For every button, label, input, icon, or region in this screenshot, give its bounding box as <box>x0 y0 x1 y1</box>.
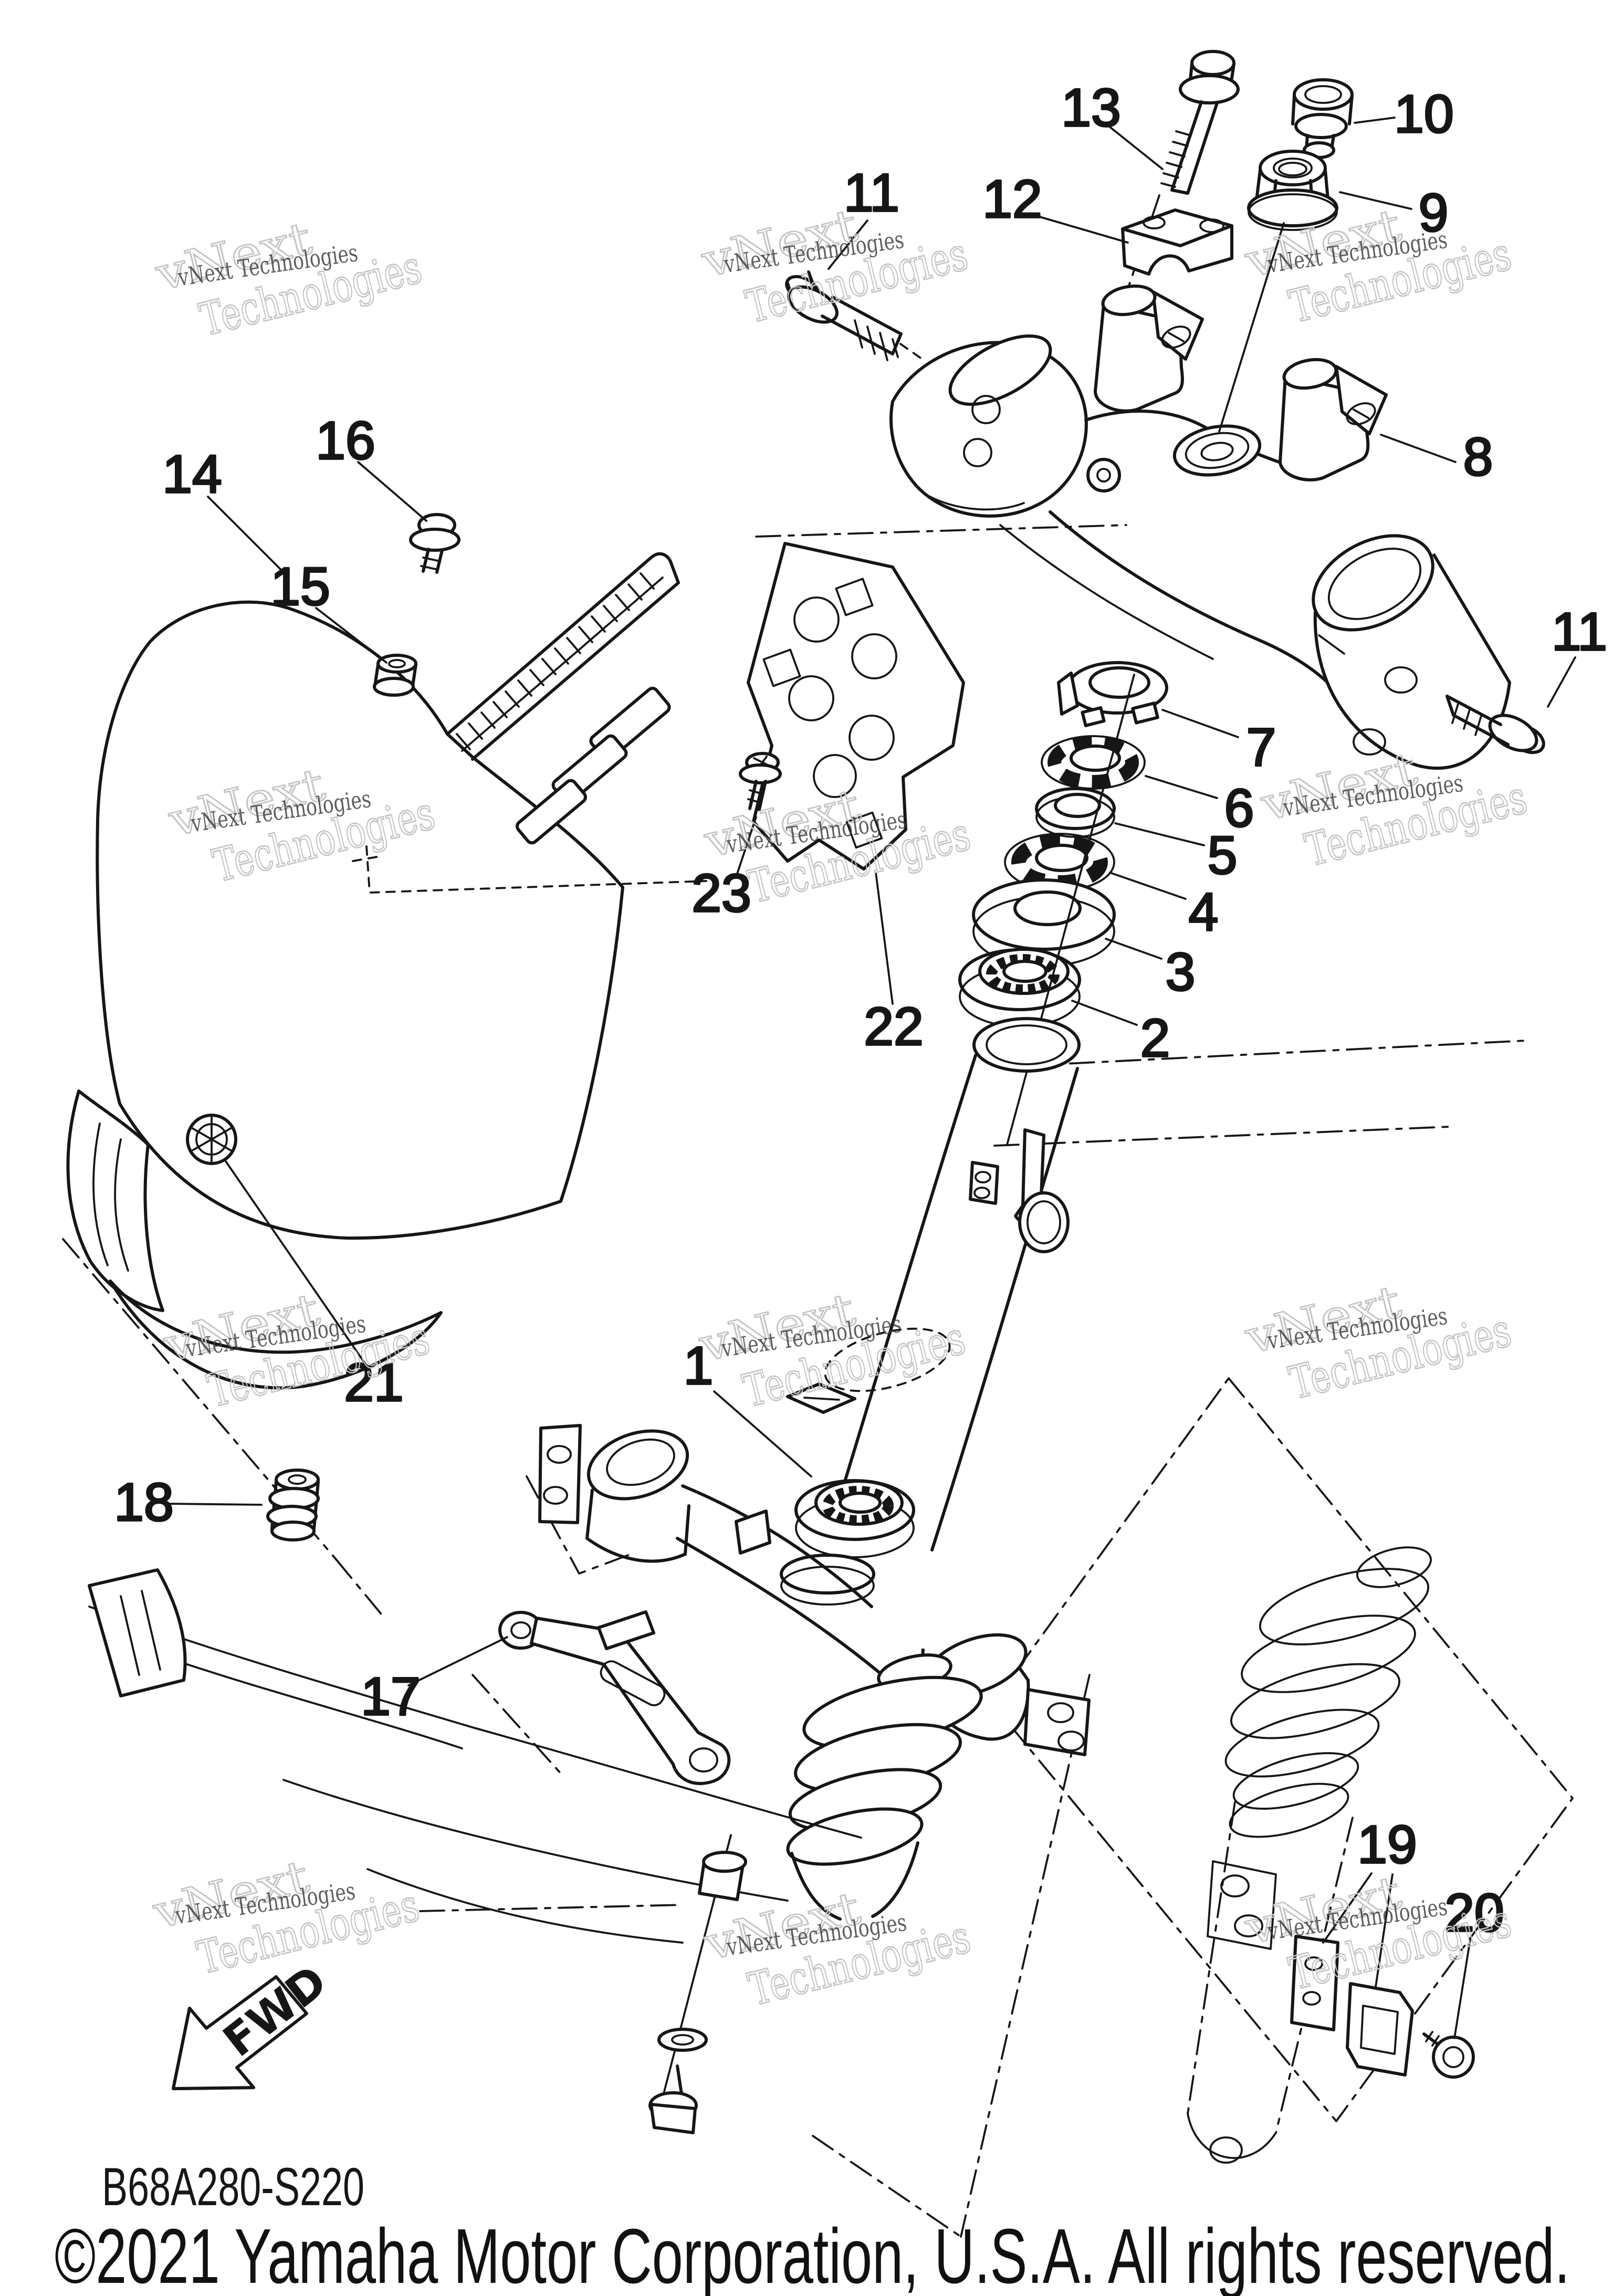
part-number-label: 18 <box>114 1472 173 1532</box>
part-grommet-18 <box>266 1469 320 1542</box>
callout-3: 3 <box>1105 938 1196 1003</box>
copyright-line: ©2021 Yamaha Motor Corporation, U.S.A. A… <box>55 2213 1570 2296</box>
callout-15: 15 <box>269 555 387 664</box>
plate-vent-slots <box>516 686 671 845</box>
callout-22: 22 <box>863 872 925 1057</box>
part-washer-5 <box>1035 787 1116 838</box>
fork-tube-clamp-right <box>1312 534 1511 770</box>
part-bolt-13 <box>1160 50 1240 195</box>
callout-6: 6 <box>1145 775 1255 839</box>
part-cap-10 <box>1291 78 1354 159</box>
part-number-label: 10 <box>1394 84 1453 144</box>
part-number-label: 6 <box>1224 778 1254 838</box>
part-number-label: 3 <box>1166 942 1196 1002</box>
hidden-lines <box>352 343 926 894</box>
part-number-label: 12 <box>982 169 1042 229</box>
fender-bolt-set <box>648 1834 747 2134</box>
callout-13: 13 <box>1060 77 1164 170</box>
part-number-label: 13 <box>1061 78 1120 138</box>
watermark <box>163 733 441 901</box>
callout-1: 1 <box>683 1335 812 1477</box>
part-upper-bracket <box>889 284 1511 770</box>
callout-14: 14 <box>161 443 282 571</box>
part-number-label: 7 <box>1247 717 1276 777</box>
handlebar-post-right <box>1279 358 1388 481</box>
callout-8: 8 <box>1380 426 1494 488</box>
part-number-label: 11 <box>1552 602 1607 662</box>
part-number-label: 4 <box>1189 882 1219 942</box>
part-number-label: 19 <box>1357 1815 1417 1874</box>
part-bolt-16 <box>409 513 460 574</box>
callout-5: 5 <box>1114 822 1238 886</box>
part-screw-23 <box>739 752 782 811</box>
part-number-label: 5 <box>1208 825 1238 885</box>
callout-2: 2 <box>1071 1000 1171 1069</box>
part-handlebar-holder-12 <box>1121 208 1233 276</box>
part-brake-hose-stay-17 <box>498 1610 731 1785</box>
callout-23: 23 <box>690 816 757 924</box>
emblem-washer <box>186 1114 237 1165</box>
callout-17: 17 <box>360 1636 508 1727</box>
part-number-label: 2 <box>1140 1008 1170 1068</box>
part-number-label: 17 <box>361 1666 420 1726</box>
callout-16: 16 <box>315 410 427 522</box>
part-bolt-20 <box>1422 2031 1475 2079</box>
callout-11-right: 11 <box>1547 601 1608 708</box>
callout-12: 12 <box>981 168 1129 244</box>
part-steering-stem <box>786 1017 1081 1551</box>
callout-7: 7 <box>1161 709 1277 778</box>
watermark <box>150 187 427 355</box>
part-number-label: 8 <box>1463 427 1493 487</box>
callouts: 1 2 3 4 5 6 7 8 9 10 11 11 12 13 14 15 1… <box>113 77 1608 2039</box>
part-number-label: 14 <box>162 444 222 504</box>
part-number-label: 22 <box>864 997 923 1056</box>
callout-18: 18 <box>113 1471 263 1533</box>
part-bolt-11-right <box>1446 695 1545 754</box>
plate-mount-strap <box>446 552 680 761</box>
watermark <box>1239 1250 1517 1419</box>
callout-19: 19 <box>1322 1813 1418 1988</box>
part-flange-nut-9 <box>1247 150 1338 231</box>
part-number-label: 23 <box>692 863 751 923</box>
diagram-code: B68A280-S220 <box>102 2157 364 2217</box>
part-bearing-2 <box>958 948 1081 1028</box>
handlebar-post-left <box>1094 284 1204 413</box>
part-lock-washer-7 <box>1057 661 1168 727</box>
part-collar-15 <box>373 654 417 697</box>
fwd-direction-arrow: FWD <box>172 1955 336 2090</box>
part-ring-nut-6 <box>1041 735 1146 790</box>
callout-10: 10 <box>1354 83 1455 145</box>
phantom-reference-lines <box>62 194 1574 2238</box>
part-number-label: 16 <box>316 411 375 470</box>
part-number-label: 15 <box>270 557 330 616</box>
watermark <box>147 1825 425 1994</box>
callout-4: 4 <box>1109 872 1219 943</box>
part-bearing-1 <box>780 1479 915 1606</box>
part-number-plate <box>66 552 680 1390</box>
part-stem-boot <box>786 1653 983 1921</box>
